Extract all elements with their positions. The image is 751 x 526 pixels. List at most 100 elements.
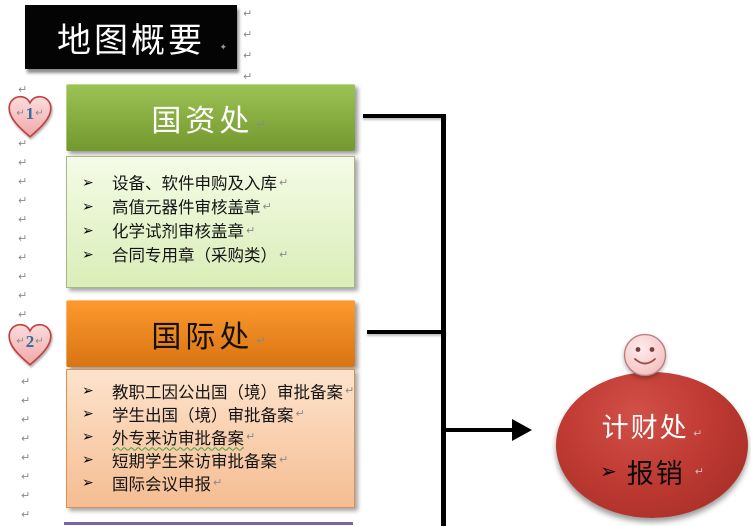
list-item-text: 化学试剂审核盖章 [112, 223, 244, 241]
list-item-text: 学生出国（境）审批备案 [112, 406, 294, 425]
list-item: ➢ 国际会议申报 ↵ [67, 471, 354, 494]
return-mark-icon: ↵ [18, 232, 28, 245]
return-mark-icon: ↵ [21, 451, 31, 464]
return-mark-icon: ↵ [262, 199, 272, 213]
return-mark-icon: ↵ [21, 375, 31, 388]
paragraph-marks-column-b: ↵ ↵ ↵ ↵ ↵ ↵ ↵ ↵ [21, 376, 30, 520]
orange-dept-title: 国际处 [151, 320, 254, 354]
return-mark-icon: ↵ [243, 28, 253, 41]
orange-dept-header: 国际处 ↵ [66, 300, 355, 367]
return-mark-icon: ↵ [18, 156, 28, 169]
orange-dept-list: ➢ 教职工因公出国（境）审批备案 ↵ ➢ 学生出国（境）审批备案 ↵ ➢ 外专来… [66, 369, 355, 508]
return-mark-icon: ↵ [256, 118, 270, 131]
sparkle-icon: ✦ [219, 42, 227, 52]
finance-title: 计财处 [601, 412, 689, 443]
return-mark-icon: ↵ [21, 489, 31, 502]
return-mark-icon: ↵ [243, 49, 253, 62]
arrow-bullet-icon: ➢ [82, 221, 94, 238]
connector-orange-to-trunk [367, 330, 446, 334]
heart-2-label: ↵ 2 ↵ [5, 321, 55, 371]
return-mark-icon: ↵ [18, 308, 28, 321]
return-mark-icon: ↵ [21, 508, 31, 521]
return-mark-icon: ↵ [18, 194, 28, 207]
return-mark-icon: ↵ [35, 336, 44, 347]
return-mark-icon: ↵ [18, 251, 28, 264]
return-mark-icon: ↵ [213, 476, 223, 489]
step-number: 2 [25, 332, 35, 351]
heart-1-label: ↵ 1 ↵ [5, 93, 55, 143]
list-item: ➢ 外专来访审批备案 ↵ [67, 425, 354, 448]
smiley-face-icon [623, 333, 667, 377]
return-mark-icon: ↵ [16, 336, 25, 347]
return-mark-icon: ↵ [694, 464, 704, 478]
finance-item-text: 报销 [626, 458, 685, 489]
arrow-bullet-icon: ➢ [82, 382, 94, 398]
list-item: ➢ 学生出国（境）审批备案 ↵ [67, 402, 354, 425]
heart-icon [8, 323, 52, 366]
finance-content: 计财处 ↵ ➢ 报销 ↵ [556, 372, 748, 518]
list-item-text: 教职工因公出国（境）审批备案 [112, 383, 343, 402]
return-mark-icon: ↵ [16, 108, 25, 119]
list-item-text: 设备、软件申购及入库 [112, 175, 277, 193]
return-mark-icon: ↵ [256, 334, 270, 347]
return-mark-icon: ↵ [18, 137, 28, 150]
return-mark-icon: ↵ [246, 223, 256, 237]
return-mark-icon: ↵ [345, 384, 355, 397]
return-mark-icon: ↵ [243, 7, 253, 20]
finance-ellipse: 计财处 ↵ ➢ 报销 ↵ [556, 372, 748, 518]
connector-green-to-trunk [363, 114, 446, 118]
return-mark-icon: ↵ [35, 108, 44, 119]
paragraph-marks-above-heart1: ↵ [18, 84, 27, 95]
list-item: ➢ 高值元器件审核盖章 ↵ [67, 194, 354, 218]
return-mark-icon: ↵ [18, 83, 28, 96]
heart-step-1: ↵ 1 ↵ [5, 93, 55, 143]
return-mark-icon: ↵ [243, 70, 253, 83]
list-item: ➢ 教职工因公出国（境）审批备案 ↵ [67, 379, 354, 402]
return-mark-icon: ↵ [21, 413, 31, 426]
heart-icon [8, 95, 52, 138]
return-mark-icon: ↵ [279, 247, 289, 261]
connector-arrow-shaft [446, 428, 514, 432]
heart-step-2: ↵ 2 ↵ [5, 321, 55, 371]
paragraph-marks-column-a: ↵ ↵ ↵ ↵ ↵ ↵ ↵ ↵ ↵ ↵ [18, 138, 27, 320]
arrow-bullet-icon: ➢ [82, 474, 94, 490]
connector-trunk-line [441, 114, 446, 526]
list-item: ➢ 短期学生来访审批备案 ↵ [67, 448, 354, 471]
page-title: 地图概要 [57, 22, 205, 60]
return-mark-icon: ↵ [21, 470, 31, 483]
finance-item-row: ➢ 报销 ↵ [600, 452, 704, 491]
return-mark-icon: ↵ [21, 432, 31, 445]
return-mark-icon: ↵ [693, 426, 703, 440]
arrow-bullet-icon: ➢ [82, 451, 94, 467]
arrow-bullet-icon: ➢ [82, 197, 94, 214]
arrow-bullet-icon: ➢ [82, 173, 94, 190]
step-number: 1 [25, 104, 35, 123]
green-dept-header: 国资处 ↵ [66, 84, 355, 151]
list-item: ➢ 设备、软件申购及入库 ↵ [67, 170, 354, 194]
return-mark-icon: ↵ [18, 175, 28, 188]
arrow-bullet-icon: ➢ [600, 460, 617, 483]
return-mark-icon: ↵ [246, 430, 256, 443]
list-item-text: 短期学生来访审批备案 [112, 452, 277, 471]
arrow-bullet-icon: ➢ [82, 245, 94, 262]
list-item: ➢ 化学试剂审核盖章 ↵ [67, 218, 354, 242]
list-item-text: 高值元器件审核盖章 [112, 199, 261, 217]
return-mark-icon: ↵ [18, 289, 28, 302]
arrow-bullet-icon: ➢ [82, 428, 94, 444]
list-item: ➢ 合同专用章（采购类） ↵ [67, 242, 354, 266]
list-item-text: 合同专用章（采购类） [112, 247, 277, 265]
next-box-top-edge [64, 522, 353, 525]
green-dept-list: ➢ 设备、软件申购及入库 ↵ ➢ 高值元器件审核盖章 ↵ ➢ 化学试剂审核盖章 … [66, 156, 355, 288]
green-dept-title: 国资处 [151, 104, 254, 138]
return-mark-icon: ↵ [18, 270, 28, 283]
return-mark-icon: ↵ [279, 453, 289, 466]
return-mark-icon: ↵ [279, 175, 289, 189]
list-item-text: 国际会议申报 [112, 475, 211, 494]
return-mark-icon: ↵ [21, 394, 31, 407]
arrow-bullet-icon: ➢ [82, 405, 94, 421]
arrow-head-icon [512, 419, 532, 441]
return-mark-icon: ↵ [18, 213, 28, 226]
title-banner: 地图概要 ✦ [25, 5, 237, 69]
return-mark-icon: ↵ [295, 407, 305, 420]
